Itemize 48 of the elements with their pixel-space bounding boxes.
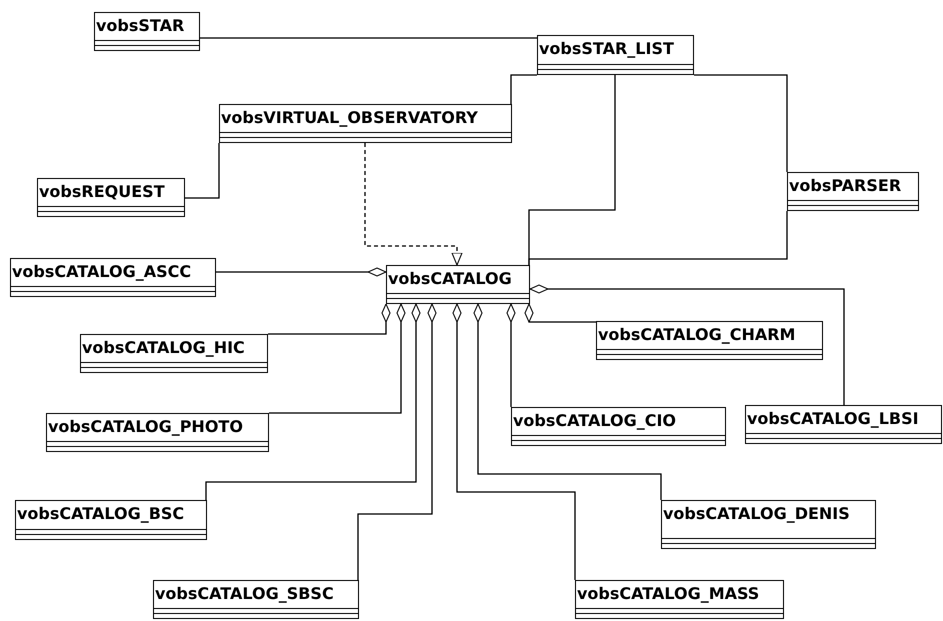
association-line xyxy=(528,211,788,265)
class-box xyxy=(10,258,216,297)
association-line xyxy=(694,74,788,172)
class-name: vobsSTAR xyxy=(95,15,186,37)
aggregation-line xyxy=(524,304,596,323)
class-name: vobsCATALOG_DENIS xyxy=(662,503,851,525)
class-name: vobsCATALOG_BSC xyxy=(16,503,186,525)
association-line xyxy=(510,74,537,104)
aggregation-line xyxy=(474,304,662,500)
aggregation-line xyxy=(357,304,436,580)
class-name: vobsCATALOG_HIC xyxy=(81,337,246,359)
class-name: vobsCATALOG_ASCC xyxy=(11,261,192,283)
class-box xyxy=(94,12,200,51)
class-name: vobsCATALOG xyxy=(387,268,513,290)
class-name: vobsPARSER xyxy=(788,175,902,197)
association-line xyxy=(185,143,220,199)
class-box xyxy=(575,580,784,619)
class-name: vobsCATALOG_SBSC xyxy=(154,583,335,605)
aggregation-line xyxy=(269,304,406,414)
association-line xyxy=(200,37,537,39)
class-box xyxy=(37,178,185,217)
class-box xyxy=(787,172,919,211)
class-box xyxy=(386,265,530,304)
aggregation-line xyxy=(452,304,576,580)
class-name: vobsCATALOG_LBSI xyxy=(746,408,920,430)
aggregation-line xyxy=(205,304,420,500)
class-box xyxy=(745,405,942,444)
class-box xyxy=(661,500,876,549)
realization-arrow xyxy=(364,143,462,266)
class-name: vobsSTAR_LIST xyxy=(538,38,675,60)
class-box xyxy=(596,321,823,360)
class-box xyxy=(219,104,512,143)
class-box xyxy=(537,35,694,75)
class-box xyxy=(153,580,359,619)
aggregation-line xyxy=(268,304,390,335)
class-name: vobsCATALOG_MASS xyxy=(576,583,760,605)
class-box xyxy=(46,413,269,452)
class-box xyxy=(80,334,268,373)
class-name: vobsVIRTUAL_OBSERVATORY xyxy=(220,107,479,129)
class-name: vobsCATALOG_CIO xyxy=(512,410,677,432)
class-box xyxy=(15,500,207,540)
aggregation-line xyxy=(530,284,845,405)
aggregation-line xyxy=(506,304,516,407)
class-name: vobsCATALOG_CHARM xyxy=(597,324,796,346)
aggregation-line xyxy=(216,268,386,276)
class-name: vobsREQUEST xyxy=(38,181,166,203)
class-name: vobsCATALOG_PHOTO xyxy=(47,416,244,438)
class-box xyxy=(511,407,726,446)
